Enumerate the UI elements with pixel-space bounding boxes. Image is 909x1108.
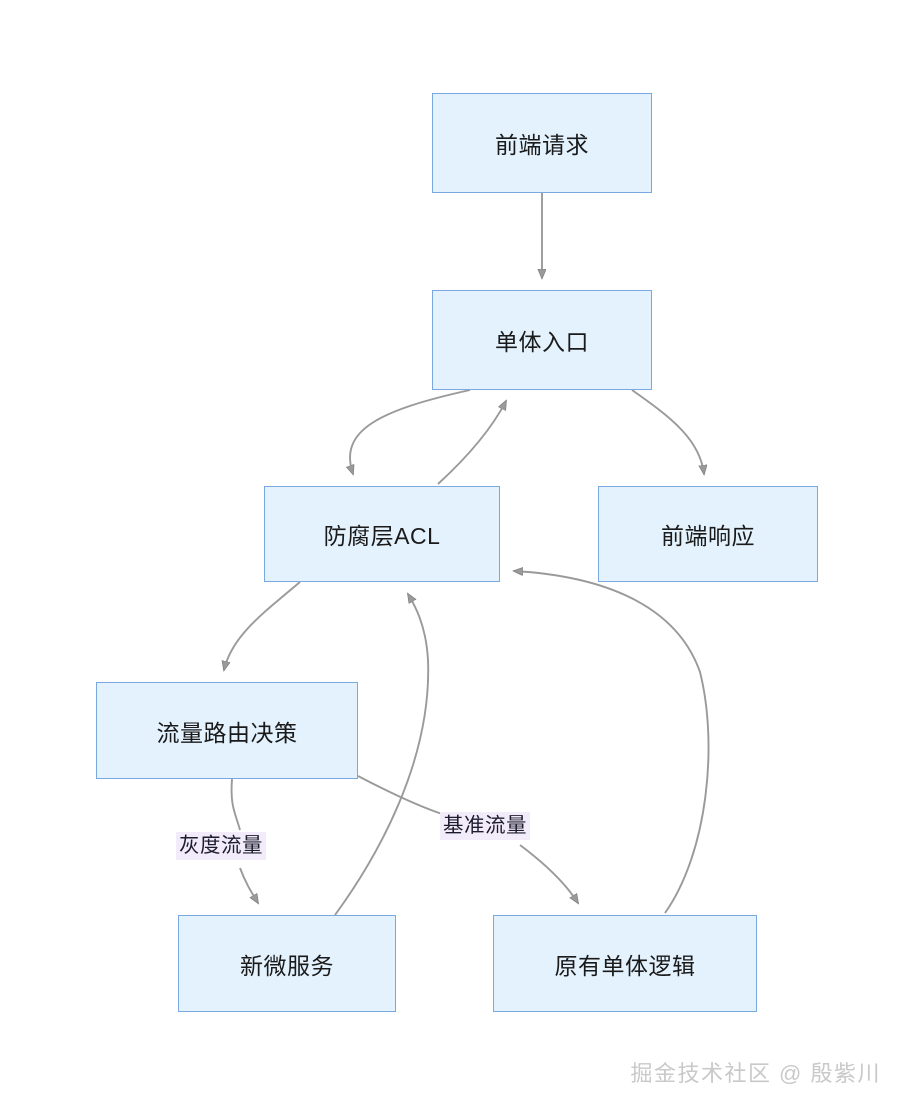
edge-traffic-routing-to-legacy-monolith — [357, 775, 443, 815]
edge-acl-to-monolith-entry — [437, 401, 506, 485]
node-frontend-response[interactable]: 前端响应 — [598, 486, 818, 582]
edge-monolith-entry-to-frontend-response — [631, 389, 704, 474]
edge-monolith-entry-to-acl — [350, 389, 471, 474]
node-new-microservice[interactable]: 新微服务 — [178, 915, 396, 1012]
node-acl-layer[interactable]: 防腐层ACL — [264, 486, 500, 582]
edge-legacy-monolith-to-acl — [514, 571, 710, 914]
node-frontend-request[interactable]: 前端请求 — [432, 93, 652, 193]
edge-label-baseline-traffic: 基准流量 — [440, 812, 530, 840]
node-label: 原有单体逻辑 — [554, 952, 696, 979]
node-traffic-routing[interactable]: 流量路由决策 — [96, 682, 358, 779]
node-label: 新微服务 — [240, 952, 334, 979]
watermark-text: 掘金技术社区 @ 殷紫川 — [630, 1061, 881, 1086]
node-monolith-entry[interactable]: 单体入口 — [432, 290, 652, 390]
edge-traffic-routing-to-new-microservice-tail — [239, 867, 258, 903]
edge-traffic-routing-to-new-microservice — [230, 778, 241, 831]
node-label: 单体入口 — [495, 329, 589, 355]
edge-traffic-routing-to-legacy-monolith-tail — [519, 844, 578, 903]
node-label: 前端请求 — [495, 132, 589, 158]
node-label: 流量路由决策 — [156, 719, 298, 746]
node-legacy-monolith[interactable]: 原有单体逻辑 — [493, 915, 757, 1012]
node-label: 前端响应 — [661, 523, 755, 549]
edge-acl-to-traffic-routing — [224, 581, 301, 670]
edge-label-gray-traffic: 灰度流量 — [176, 832, 266, 860]
node-label: 防腐层ACL — [323, 523, 441, 549]
